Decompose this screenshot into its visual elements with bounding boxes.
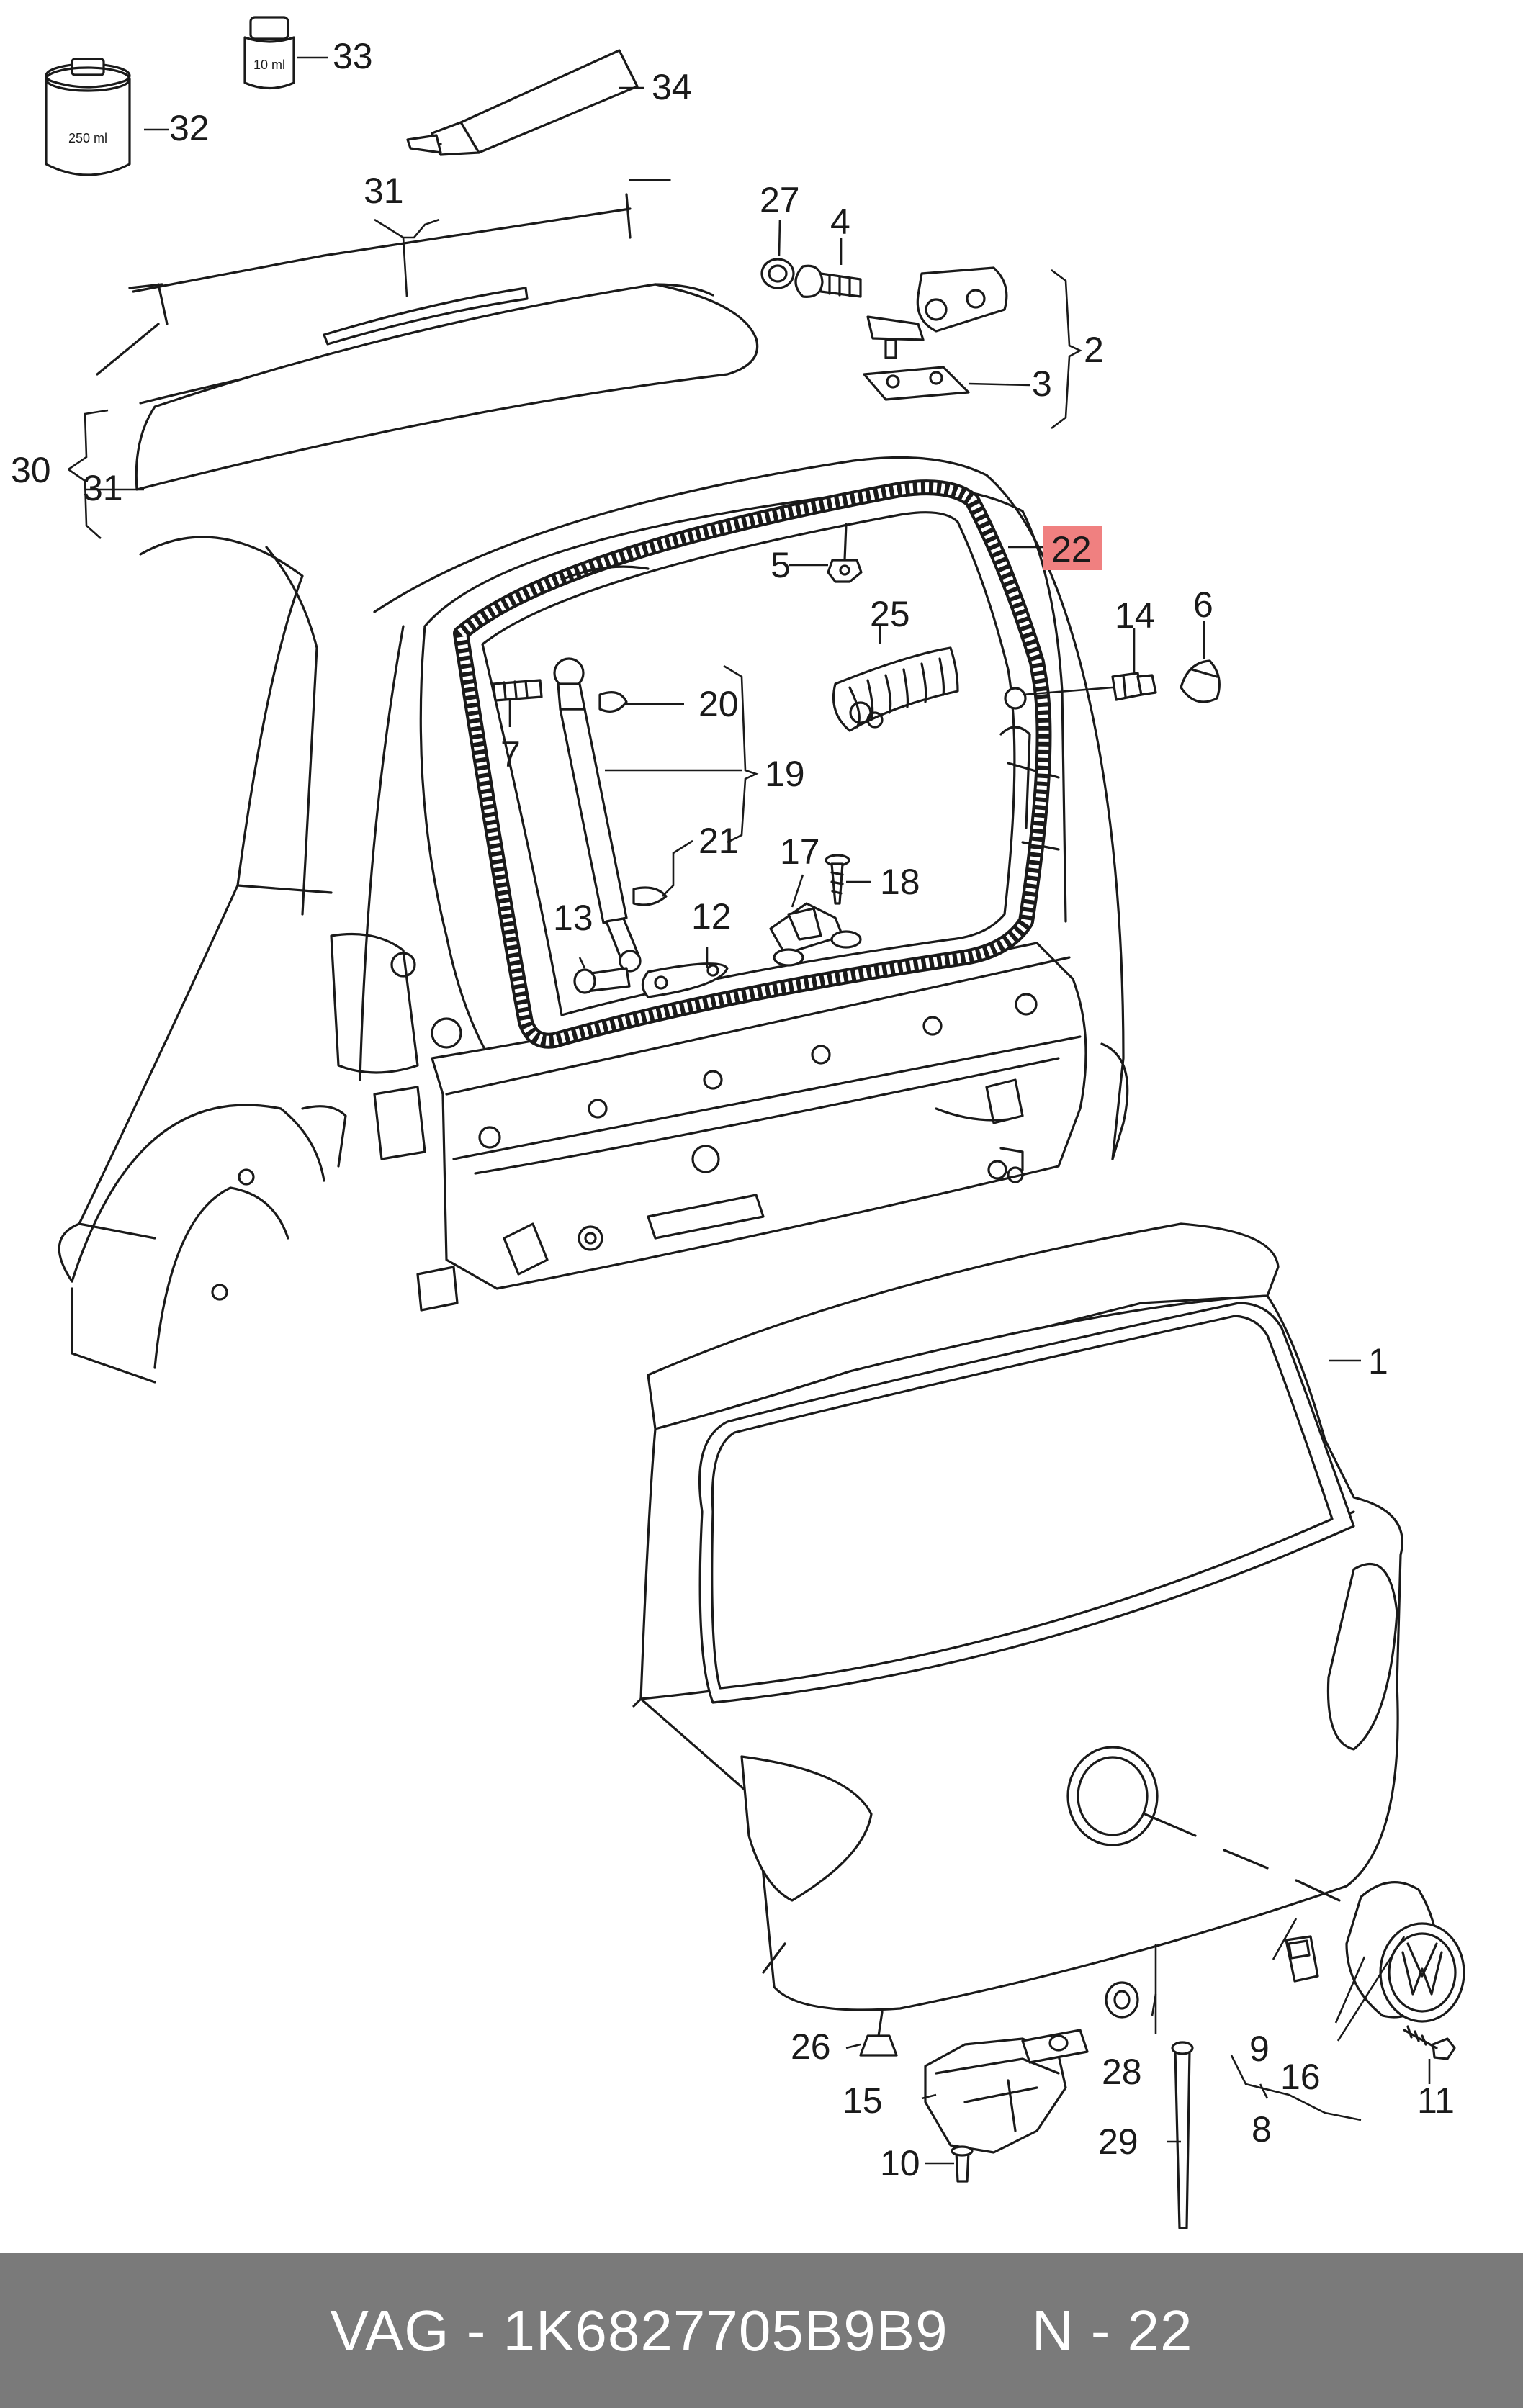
roof-spoiler (96, 179, 759, 491)
callout-25: 25 (870, 594, 910, 634)
bottle-volume-label: 10 ml (253, 58, 285, 72)
callout-28: 28 (1102, 2052, 1142, 2092)
hinge-assembly (760, 258, 1008, 401)
callout-13: 13 (553, 898, 593, 938)
callout-34: 34 (652, 67, 692, 107)
screw-18 (825, 854, 850, 905)
callout-5: 5 (771, 545, 791, 585)
highlight-box (1043, 526, 1102, 570)
callout-29: 29 (1098, 2121, 1138, 2162)
callout-11: 11 (1417, 2080, 1455, 2121)
callout-31-side: 31 (83, 468, 123, 508)
rear-emblem-handle (1285, 1881, 1465, 2060)
callout-1: 1 (1368, 1341, 1388, 1381)
callout-31-top: 31 (364, 171, 404, 211)
buffer-6 (1180, 659, 1221, 703)
callout-7: 7 (500, 734, 521, 775)
gas-strut-assembly (492, 657, 729, 998)
callout-16: 16 (1280, 2057, 1321, 2097)
pin-socket (1004, 687, 1027, 710)
car-body-rear (58, 456, 1129, 1384)
callout-21: 21 (698, 821, 739, 861)
callout-27: 27 (760, 180, 800, 220)
callout-2: 2 (1084, 330, 1104, 370)
callout-15: 15 (843, 2080, 883, 2121)
striker-17 (769, 902, 862, 967)
callout-9: 9 (1249, 2029, 1270, 2069)
callout-12: 12 (691, 896, 732, 937)
callout-26: 26 (791, 2026, 831, 2067)
callout-10: 10 (880, 2143, 920, 2183)
rod-29 (1171, 2041, 1194, 2229)
callout-14: 14 (1115, 595, 1155, 636)
callout-3: 3 (1032, 364, 1052, 404)
callout-4: 4 (830, 202, 850, 242)
part-number-footer: VAG - 1K6827705B9B9 N - 22 (0, 2253, 1523, 2408)
callout-labels: 1 2 3 4 5 6 7 8 9 10 11 12 13 14 15 16 1… (11, 36, 1455, 2183)
leader-lines (68, 56, 1431, 2165)
callout-6: 6 (1193, 585, 1213, 625)
callout-22: 22 (1051, 529, 1092, 569)
callout-32: 32 (169, 108, 210, 148)
plug-28 (1105, 1981, 1139, 2019)
tailgate (632, 1222, 1403, 2011)
bottle-10ml: 10 ml (243, 16, 295, 90)
callout-17: 17 (780, 831, 820, 872)
tailgate-seal (453, 479, 1052, 1049)
callout-20: 20 (698, 684, 739, 724)
clip-26 (859, 2011, 898, 2057)
adhesive-tube (406, 49, 639, 156)
callout-30: 30 (11, 450, 51, 490)
callout-18: 18 (880, 862, 920, 902)
clip-nut (827, 523, 863, 583)
part-number-text: VAG - 1K6827705B9B9 N - 22 (330, 2298, 1193, 2363)
callout-33: 33 (333, 36, 373, 76)
parts-diagram: 250 ml 10 ml (11, 16, 1465, 2229)
buffer-14 (1111, 672, 1157, 701)
can-volume-label: 250 ml (68, 131, 107, 145)
sealant-can-250ml: 250 ml (45, 58, 131, 176)
wiring-harness (832, 646, 959, 732)
callout-19: 19 (765, 754, 805, 794)
callout-8: 8 (1252, 2109, 1272, 2150)
tailgate-lock (924, 2029, 1089, 2183)
